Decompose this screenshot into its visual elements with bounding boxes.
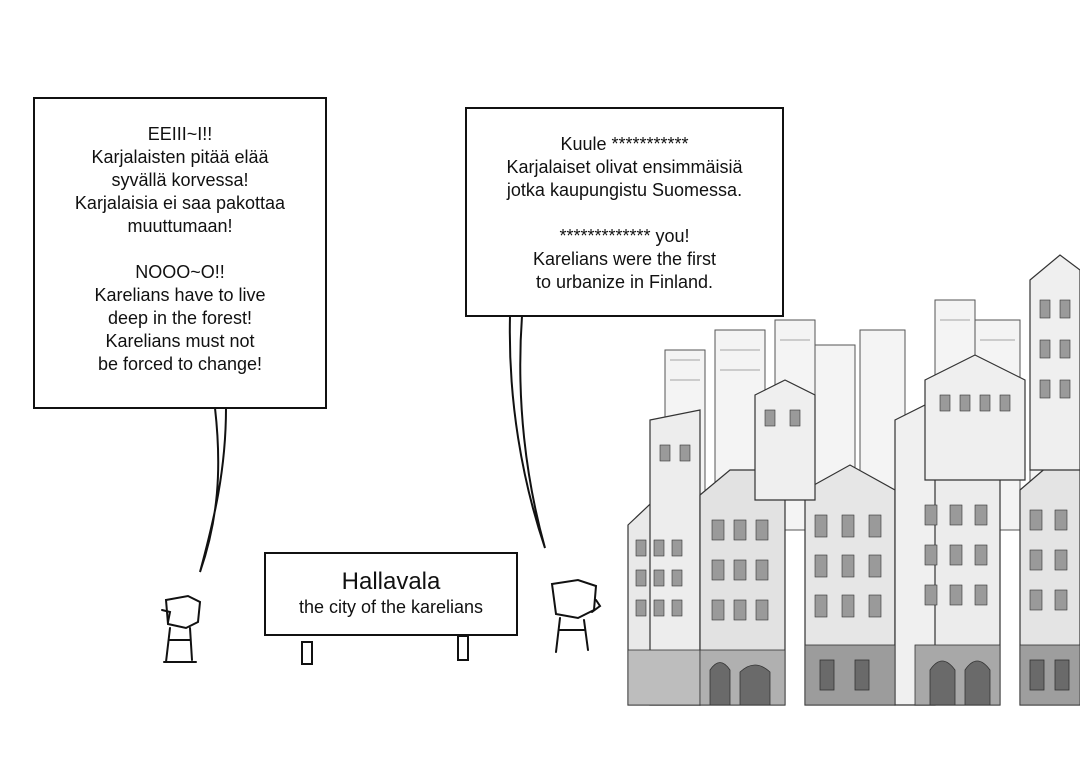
- left-bubble-line: Karjalaisten pitää elää: [91, 147, 269, 167]
- sign-subtitle: the city of the karelians: [298, 597, 484, 617]
- right-bubble-line: to urbanize in Finland.: [535, 272, 714, 292]
- left-speech-tail: [199, 407, 228, 573]
- left-bubble-line: NOOO~O!!: [135, 262, 225, 282]
- left-bubble-line: deep in the forest!: [107, 308, 253, 328]
- left-character: [161, 594, 202, 663]
- left-bubble-line: Karjalaisia ei saa pakottaa: [74, 193, 286, 213]
- right-bubble-line: ************* you!: [559, 226, 690, 246]
- right-speech-tail: [508, 315, 546, 549]
- sign-post-right: [457, 635, 469, 661]
- sign-board: [264, 552, 518, 636]
- left-bubble-line: syvällä korvessa!: [111, 170, 249, 190]
- sign-post-left: [301, 641, 313, 665]
- bubble-spacer: [467, 202, 782, 225]
- sign-text: Hallavala the city of the karelians: [265, 568, 517, 618]
- building-ground-floor: [627, 644, 1080, 706]
- right-bubble-line: jotka kaupungistu Suomessa.: [506, 180, 743, 200]
- bubble-spacer: [35, 238, 325, 261]
- right-bubble-line: Karjalaiset olivat ensimmäisiä: [506, 157, 743, 177]
- right-character: [550, 578, 602, 653]
- left-bubble-line: be forced to change!: [97, 354, 263, 374]
- left-bubble-line: Karelians must not: [105, 331, 255, 351]
- left-bubble-line: Karelians have to live: [94, 285, 266, 305]
- right-bubble-line: Kuule ***********: [560, 134, 689, 154]
- left-speech-bubble: EEIII~I!! Karjalaisten pitää elää syväll…: [33, 97, 327, 409]
- left-bubble-line: EEIII~I!!: [147, 124, 213, 144]
- building-windows: [635, 299, 1071, 621]
- sign-title: Hallavala: [341, 568, 441, 595]
- left-bubble-line: muuttumaan!: [127, 216, 233, 236]
- right-speech-bubble: Kuule *********** Karjalaiset olivat ens…: [465, 107, 784, 317]
- right-bubble-line: Karelians were the first: [532, 249, 717, 269]
